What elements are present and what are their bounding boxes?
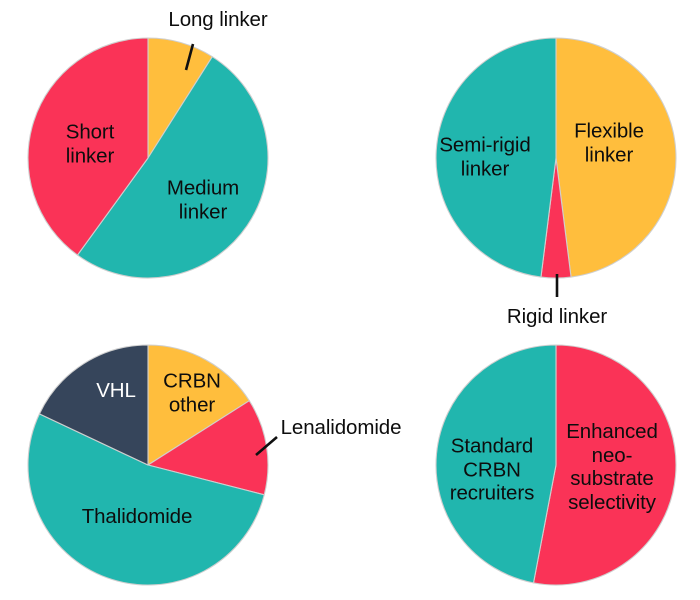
pie-chart-linker-rigidity [435,37,677,297]
label-long-linker: Long linker [168,8,268,32]
slice-medium-linker[interactable] [76,56,269,279]
pie-chart-linker-length [27,37,269,279]
leader-line-long-linker [184,43,195,71]
slice-crbn-other[interactable] [147,344,250,466]
slice-short-linker[interactable] [27,37,149,256]
slice-flexible-linker[interactable] [555,37,677,278]
slice-semi-rigid-linker[interactable] [435,37,557,278]
slice-standard-crbn-recruiters[interactable] [435,344,557,584]
slice-vhl[interactable] [38,344,149,466]
pie-chart-e3-ligase-recruiter [27,344,278,586]
pie-chart-crbn-selectivity [435,344,677,586]
label-rigid-linker: Rigid linker [506,305,608,329]
slice-enhanced-neo-substrate-selectivity[interactable] [532,344,677,586]
leader-line-lenalidomide [255,436,278,456]
label-lenalidomide: Lenalidomide [280,416,402,440]
slice-thalidomide[interactable] [27,413,265,586]
